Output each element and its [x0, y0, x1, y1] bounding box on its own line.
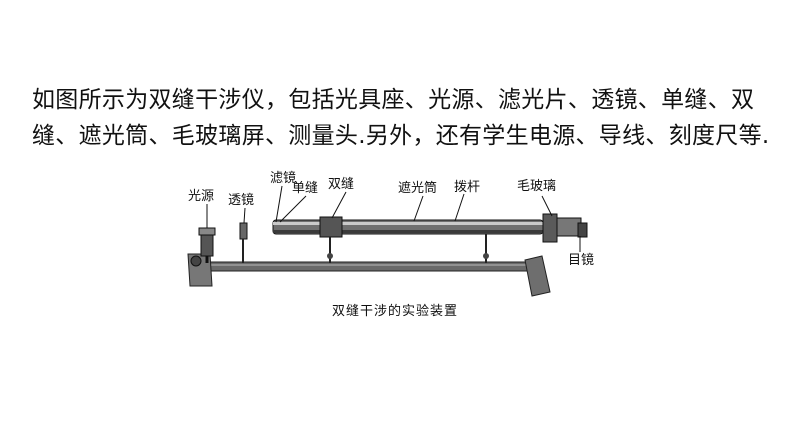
- label-lever: 拨杆: [454, 180, 481, 195]
- description-line-1: 如图所示为双缝干涉仪，包括光具座、光源、滤光片、透镜、单缝、双: [32, 87, 755, 113]
- apparatus-figure: 光源 透镜 滤镜 单缝 双缝 遮光筒 拨杆 毛玻璃 目镜 双缝干涉的实验装置: [170, 168, 620, 320]
- lens-holder: [239, 222, 248, 240]
- label-ground-glass: 毛玻璃: [517, 179, 557, 194]
- optical-bench-rail: [197, 261, 544, 272]
- figure-caption: 双缝干涉的实验装置: [331, 304, 458, 319]
- apparatus-drawing: [187, 185, 588, 297]
- description-line-2: 缝、遮光筒、毛玻璃屏、测量头.另外，还有学生电源、导线、刻度尺等.: [32, 123, 770, 149]
- label-lens: 透镜: [228, 193, 255, 208]
- label-double-slit: 双缝: [328, 177, 355, 192]
- slit-holder: [319, 216, 343, 238]
- label-filter: 滤镜: [270, 171, 297, 186]
- bench-right-foot: [524, 255, 551, 297]
- label-light-source: 光源: [188, 189, 215, 204]
- eyepiece: [577, 222, 588, 238]
- label-single-slit: 单缝: [292, 181, 319, 196]
- ground-glass-screen: [542, 213, 558, 243]
- measuring-head: [556, 217, 582, 237]
- label-shade-tube: 遮光筒: [398, 181, 438, 196]
- description-paragraph: 如图所示为双缝干涉仪，包括光具座、光源、滤光片、透镜、单缝、双 缝、遮光筒、毛玻…: [32, 82, 772, 154]
- label-eyepiece: 目镜: [568, 253, 595, 268]
- light-source-body: [200, 233, 214, 257]
